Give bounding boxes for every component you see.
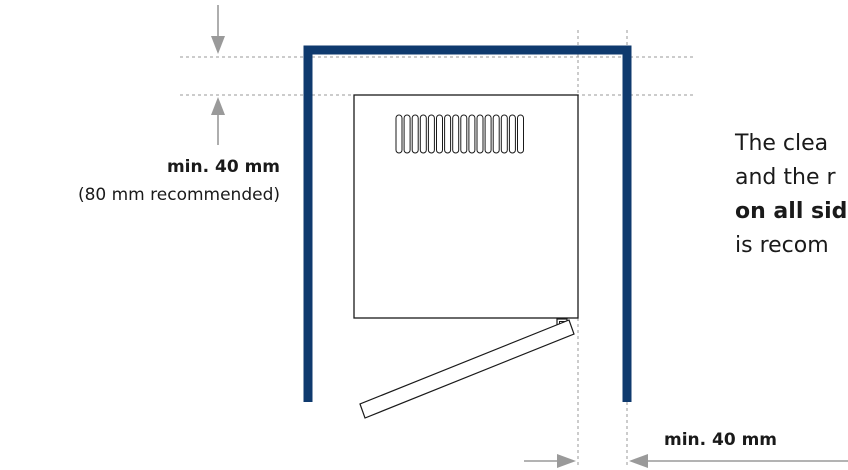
grille-slot xyxy=(468,114,476,154)
grille-slot xyxy=(517,114,524,154)
grille-slot xyxy=(419,114,427,154)
grille-slot xyxy=(436,114,443,154)
description-line-4: is recom xyxy=(735,233,829,258)
grille-slot xyxy=(492,114,500,154)
grille-slot xyxy=(395,114,403,154)
grille-slot xyxy=(411,114,419,154)
ventilation-grille xyxy=(395,114,524,154)
top-clearance-arrow-down xyxy=(211,5,225,54)
grille-slot xyxy=(484,114,492,154)
grille-slot xyxy=(460,114,468,154)
grille-slot xyxy=(476,114,484,154)
description-line-1: The clea xyxy=(734,131,828,156)
grille-slot xyxy=(444,114,452,154)
side-clearance-arrow-left xyxy=(629,454,848,468)
grille-slot xyxy=(427,114,435,154)
grille-slot xyxy=(403,114,411,154)
niche-frame xyxy=(303,45,632,402)
description-line-3: on all sid xyxy=(735,199,847,224)
grille-slot xyxy=(452,114,460,154)
open-door xyxy=(359,319,575,419)
grille-slot xyxy=(500,114,508,154)
top-min-clearance-label: min. 40 mm xyxy=(167,157,280,177)
side-clearance-arrow-right xyxy=(524,454,576,468)
description-line-2: and the r xyxy=(735,165,836,190)
top-clearance-arrow-up xyxy=(211,97,225,145)
grille-slot xyxy=(508,114,516,154)
side-min-clearance-label: min. 40 mm xyxy=(664,430,777,450)
top-recommended-clearance-label: (80 mm recommended) xyxy=(78,185,280,205)
